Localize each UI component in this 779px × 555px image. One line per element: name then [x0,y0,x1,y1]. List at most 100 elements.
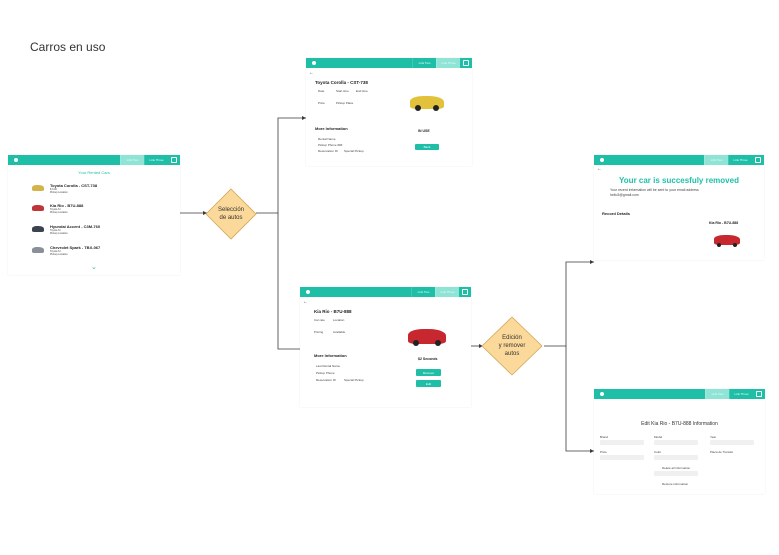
model-input[interactable] [654,440,698,445]
status-label: IN USE [418,129,430,133]
meta-available: Available [333,330,346,334]
arrowhead [302,116,306,120]
label-year: Year [710,435,717,439]
remove-button[interactable]: Remove [416,369,441,376]
nav-tab-2[interactable]: Link Three [729,389,753,399]
info-row: Special Pickup [344,378,364,382]
wheel [717,243,721,247]
car-title: Kia Rio - B7U-888 [314,309,352,314]
more-info-heading: More Information [314,353,347,358]
list-item[interactable]: Chevrolet Spark - TBX-067 Toyota SI Pick… [32,245,152,259]
list-heading: Your Rented Cars [78,170,110,175]
connector-decision2-to-removed [544,261,594,347]
meta-pickup: Pickup Place [336,101,354,105]
app-bar: Link Two Link Three [594,389,765,399]
edit-button[interactable]: Edit [416,380,441,387]
nav-tabs: Link Two Link Three [412,58,460,68]
logo-icon [14,158,18,162]
nav-tabs: Link Two Link Three [411,287,459,297]
decision2-label: Edición y remover autos [482,334,542,358]
app-bar: Link Two Link Three [306,58,472,68]
app-bar: Link Two Link Three [8,155,180,165]
nav-tab-1[interactable]: Link Two [412,58,436,68]
logo [306,290,310,294]
logo [312,61,316,65]
car-sub1: Toyota SI [50,208,61,211]
info-row: Rental Name [318,137,336,141]
wheel [733,243,737,247]
meta-price: Price [318,101,325,105]
menu-icon[interactable] [463,60,469,66]
app-bar: Link Two Link Three [300,287,471,297]
screen-kia-details: Link Two Link Three ← Kia Rio - B7U-888 … [300,287,471,407]
wheel [433,105,439,111]
logo-icon [312,61,316,65]
info-row: Reservation ID [318,149,338,153]
email-address: hello3@gmail.com [610,193,639,197]
info-row: Pickup Phone ### [318,143,343,147]
car-sub1: Toyota SI [50,229,61,232]
car-sub2: Pickup Location [50,191,68,194]
status-label: $2 Seconds [418,357,438,361]
meta-rate: Car rate [314,318,325,322]
arrowhead [479,344,483,348]
chevron-down-icon[interactable]: ⌄ [91,264,97,271]
color-input[interactable] [654,455,698,460]
nav-tabs: Link Two Link Three [704,155,752,165]
page-title: Carros en uso [30,40,106,54]
car-image [408,329,446,346]
logo-icon [306,290,310,294]
nav-tab-2[interactable]: Link Three [435,287,459,297]
back-arrow-icon[interactable]: ← [309,70,314,76]
car-title: Toyota Corolla - CST-738 [315,80,368,85]
delete-all-field[interactable] [654,471,698,476]
decision2-line3: autos [504,351,520,357]
decision2-line1: Edición [502,335,522,341]
label-plate: Placa de Transito [710,450,734,454]
app-bar: Link Two Link Three [594,155,764,165]
car-name: Kia Rio - B7U-888 [50,203,84,208]
nav-tab-2[interactable]: Link Three [436,58,460,68]
arrowhead [590,449,594,453]
car-thumbnail [32,226,44,232]
logo [600,392,604,396]
menu-icon[interactable] [462,289,468,295]
menu-icon[interactable] [755,157,761,163]
email-notice: Your recent information will be sent to … [610,188,699,192]
decision1-line2: de autos [219,215,243,221]
nav-tab-2[interactable]: Link Three [144,155,168,165]
record-heading: Record Details [602,211,631,216]
menu-icon[interactable] [756,391,762,397]
car-image [714,235,740,247]
nav-tab-1[interactable]: Link Two [120,155,144,165]
year-input[interactable] [710,440,754,445]
wheel [413,340,419,346]
label-model: Model [654,435,663,439]
list-item[interactable]: Toyota Corolla - CST-738 $ 0.00 Pickup L… [32,183,152,197]
price-input[interactable] [600,455,644,460]
car-image [410,96,444,111]
nav-tab-1[interactable]: Link Two [411,287,435,297]
back-arrow-icon[interactable]: ← [303,299,308,305]
nav-tabs: Link Two Link Three [120,155,168,165]
nav-tab-2[interactable]: Link Three [728,155,752,165]
connector-decision2-to-edit [565,346,594,452]
back-button[interactable]: Back [415,144,439,150]
restore-link[interactable]: Restore information [662,482,689,486]
nav-tab-1[interactable]: Link Two [705,389,729,399]
list-item[interactable]: Kia Rio - B7U-888 Toyota SI Pickup Locat… [32,203,152,217]
car-sub1: Toyota SI [50,250,61,253]
nav-tabs: Link Two Link Three [705,389,753,399]
list-item[interactable]: Hyundai Accent - C3M-760 Toyota SI Picku… [32,224,152,238]
menu-icon[interactable] [171,157,177,163]
decision1-line1: Selección [217,207,244,213]
nav-tab-1[interactable]: Link Two [704,155,728,165]
brand-input[interactable] [600,440,644,445]
back-arrow-icon[interactable]: ← [597,166,602,172]
wheel [415,105,421,111]
car-thumbnail [32,185,44,191]
car-name: Chevrolet Spark - TBX-067 [50,245,101,250]
car-thumbnail [32,247,44,253]
delete-all-link[interactable]: Delete all information [662,466,691,470]
